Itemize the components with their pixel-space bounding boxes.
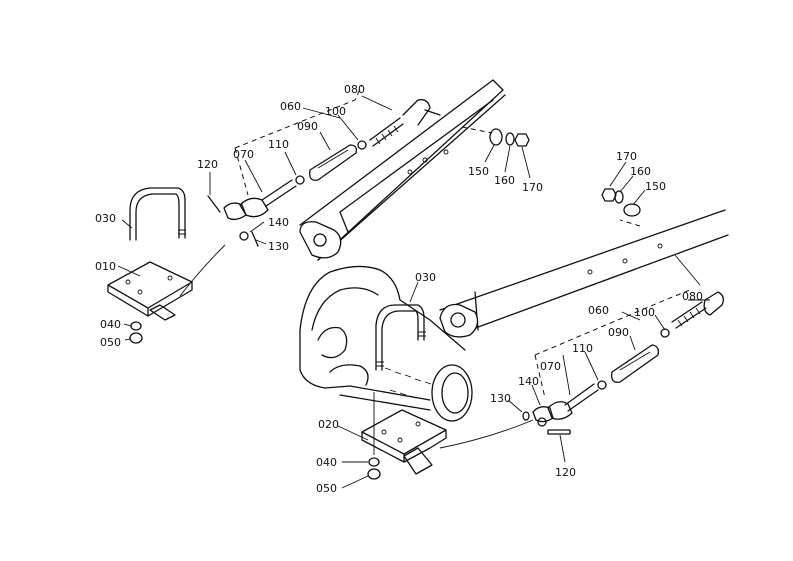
callout-label: 040 <box>100 318 121 331</box>
callout-label: 160 <box>630 165 651 178</box>
callout-label: 060 <box>588 304 609 317</box>
callout-label: 120 <box>197 158 218 171</box>
callout-label: 100 <box>325 105 346 118</box>
bracket-left <box>107 244 226 344</box>
callout-label: 070 <box>233 148 254 161</box>
check-chain-assembly-left <box>207 84 441 247</box>
callout-label: 060 <box>280 100 301 113</box>
leader-lines <box>117 95 710 489</box>
callout-label: 070 <box>540 360 561 373</box>
callout-label: 050 <box>316 482 337 495</box>
callout-label: 170 <box>522 181 543 194</box>
callout-label: 040 <box>316 456 337 469</box>
bracket-center <box>361 392 534 480</box>
callout-label: 030 <box>95 212 116 225</box>
lower-link-arm-left <box>299 79 506 261</box>
u-bolt-center <box>375 304 426 371</box>
callout-label: 150 <box>645 180 666 193</box>
callout-label: 160 <box>494 174 515 187</box>
lower-link-arm-right <box>439 209 729 338</box>
washer-set-top <box>489 128 530 147</box>
check-chain-assembly-right <box>522 289 724 435</box>
callout-label: 110 <box>268 138 289 151</box>
callout-label: 020 <box>318 418 339 431</box>
callout-label: 130 <box>490 392 511 405</box>
callout-label: 050 <box>100 336 121 349</box>
callout-label: 030 <box>415 271 436 284</box>
callout-labels: 080 060 100 090 110 070 120 140 130 030 … <box>95 83 703 495</box>
washer-set-right <box>601 188 641 217</box>
axle-housing <box>299 265 473 422</box>
callout-label: 130 <box>268 240 289 253</box>
callout-label: 140 <box>518 375 539 388</box>
callout-label: 090 <box>297 120 318 133</box>
callout-label: 110 <box>572 342 593 355</box>
callout-label: 080 <box>682 290 703 303</box>
callout-label: 170 <box>616 150 637 163</box>
callout-label: 090 <box>608 326 629 339</box>
callout-label: 150 <box>468 165 489 178</box>
callout-label: 100 <box>634 306 655 319</box>
callout-label: 080 <box>344 83 365 96</box>
callout-label: 120 <box>555 466 576 479</box>
callout-label: 140 <box>268 216 289 229</box>
callout-label: 010 <box>95 260 116 273</box>
u-bolt-left <box>129 187 186 241</box>
